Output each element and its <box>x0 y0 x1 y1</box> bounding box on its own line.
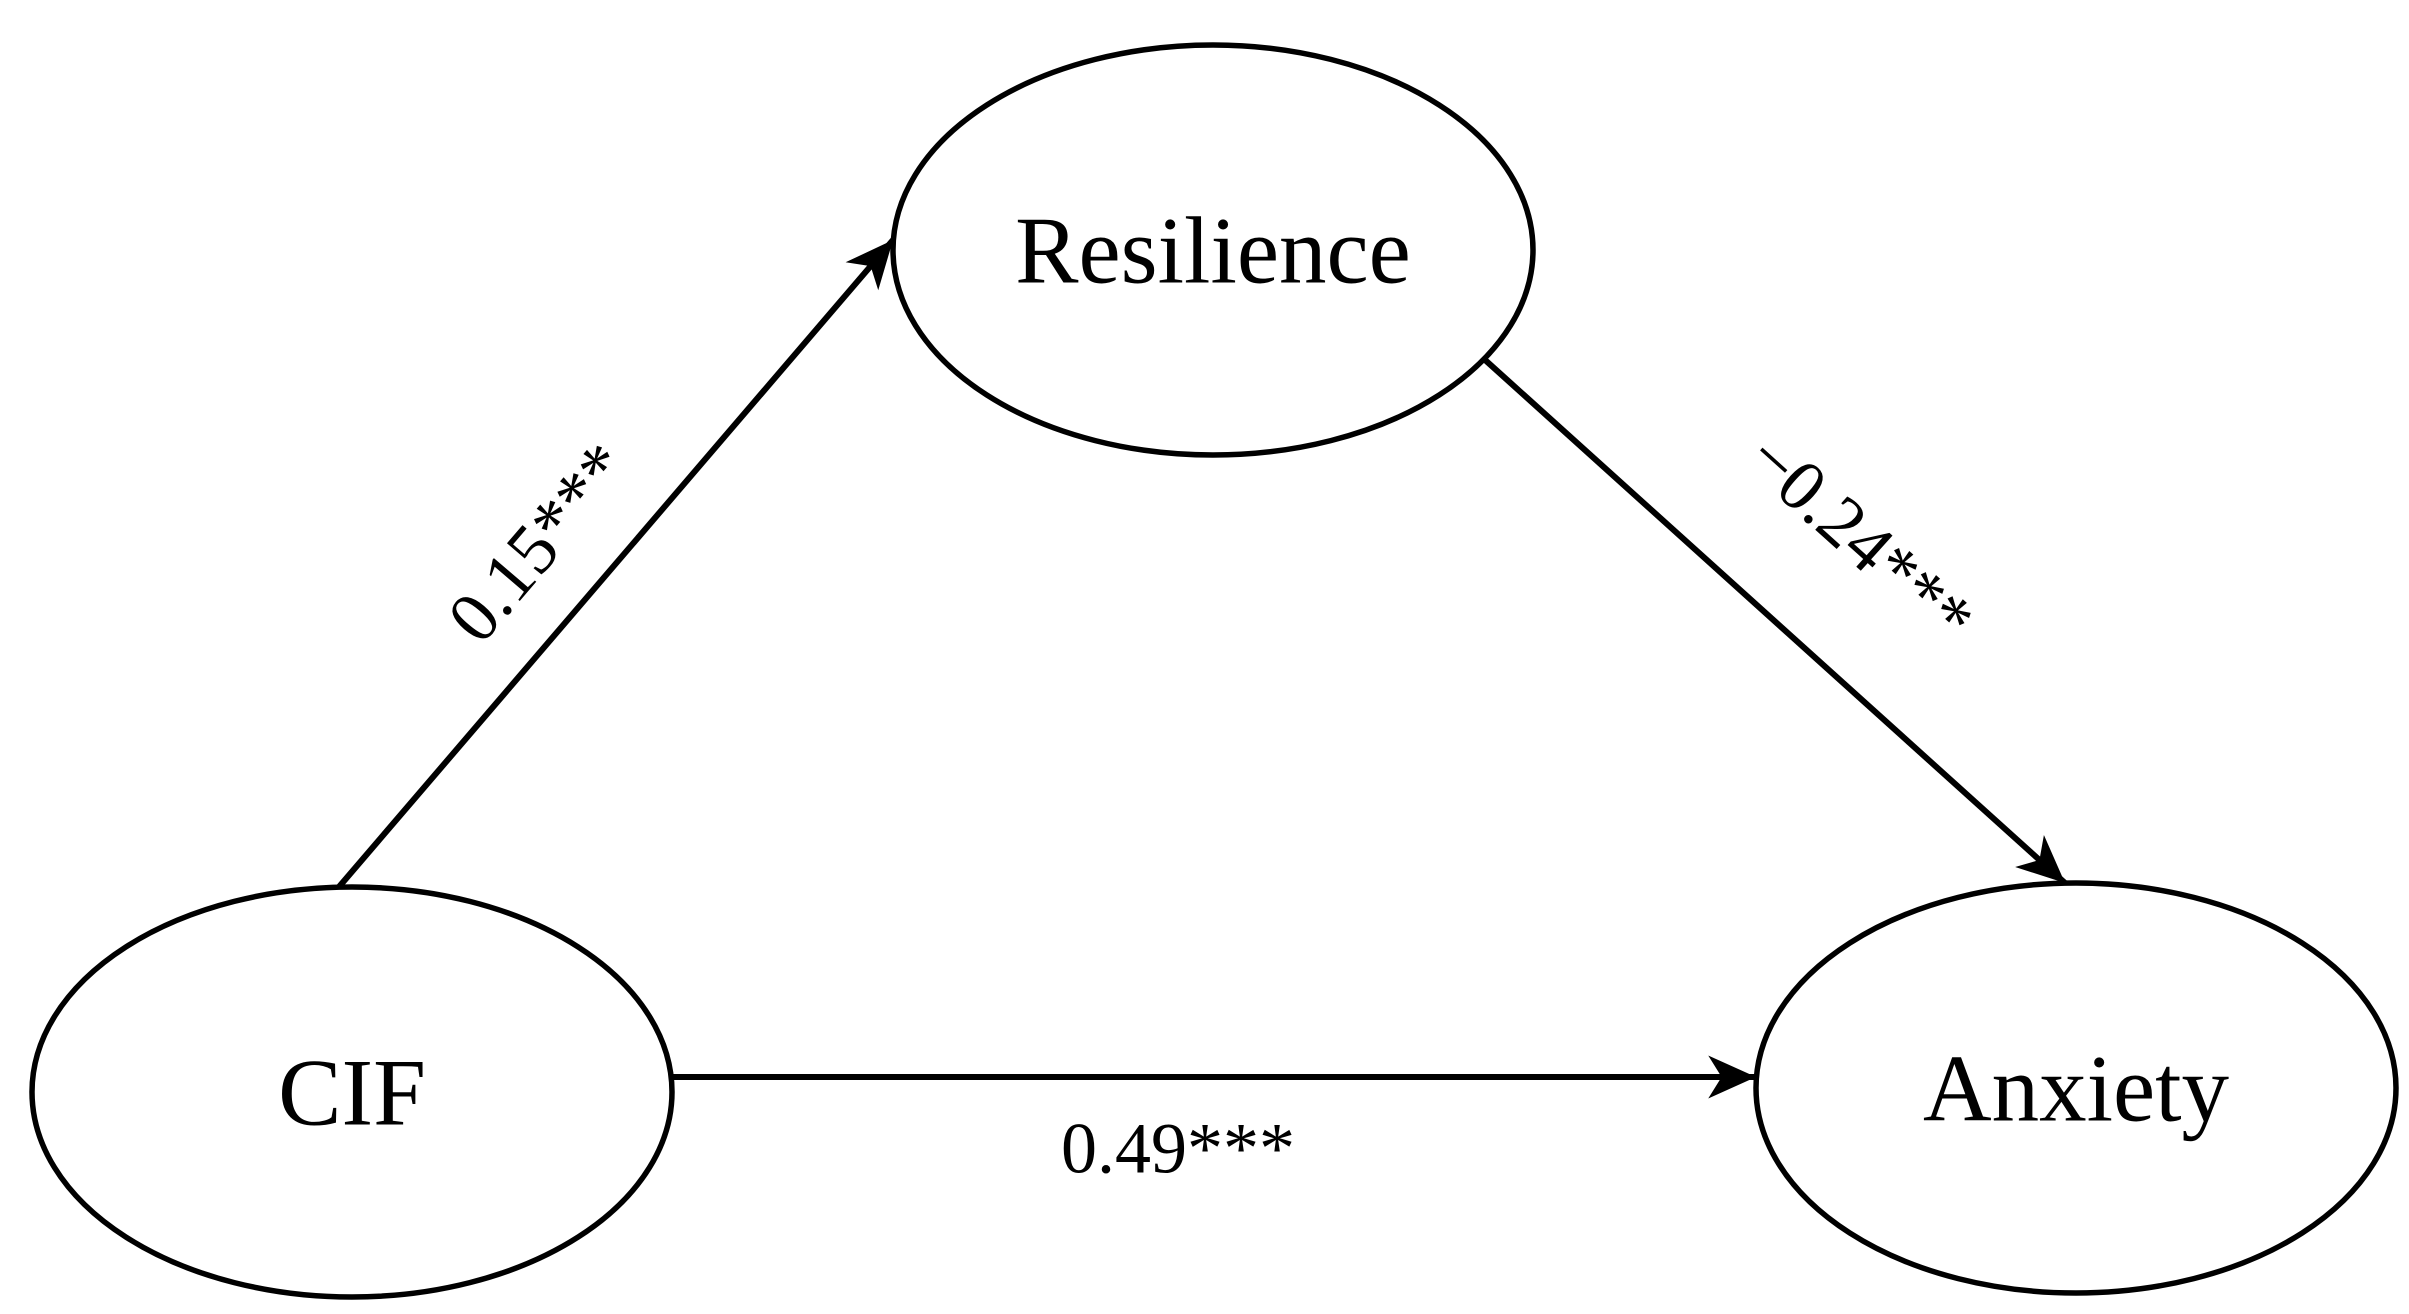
edge-label-resilience-anxiety: −0.24*** <box>1732 417 1990 660</box>
edge-resilience-to-anxiety <box>1481 356 2068 886</box>
node-cif-label: CIF <box>278 1039 426 1145</box>
edge-label-cif-resilience: 0.15*** <box>432 427 645 657</box>
node-resilience <box>890 42 1536 458</box>
node-anxiety <box>1753 880 2399 1296</box>
node-anxiety-label: Anxiety <box>1923 1035 2230 1141</box>
edge-cif-to-resilience <box>335 238 896 890</box>
node-cif <box>29 884 675 1300</box>
edge-label-cif-anxiety: 0.49*** <box>1061 1108 1295 1188</box>
node-resilience-label: Resilience <box>1015 197 1411 303</box>
